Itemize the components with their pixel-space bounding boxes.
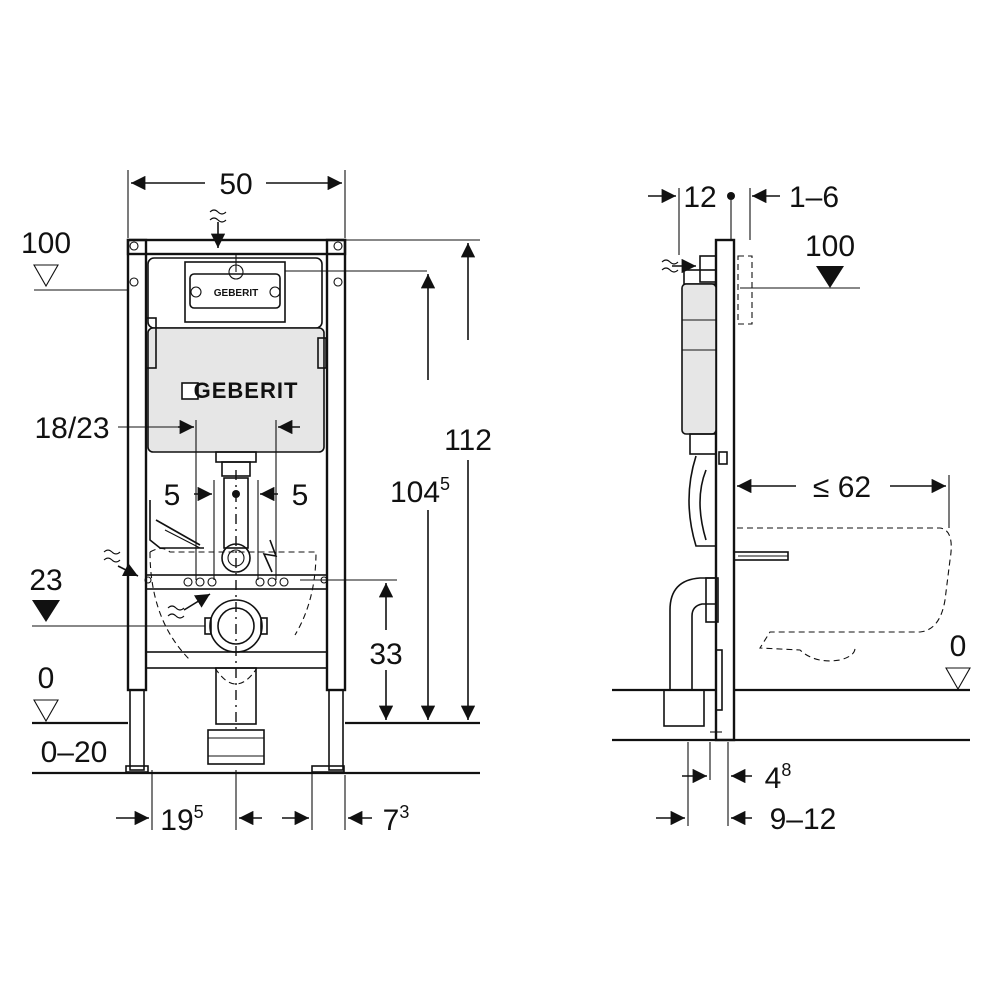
- total-height-label: 112: [444, 424, 492, 457]
- bottom-right-main: 7: [383, 804, 400, 837]
- bottom-a-sup: 8: [781, 760, 791, 780]
- projection-label: ≤ 62: [813, 471, 871, 504]
- side-drain: [663, 577, 723, 733]
- actuator-height-main: 104: [390, 476, 440, 509]
- floor-range-label: 0–20: [41, 736, 108, 769]
- svg-text:73: 73: [383, 802, 410, 837]
- cover-label: 1–6: [789, 181, 839, 214]
- cistern: GEBERIT: [145, 317, 327, 477]
- offset-left-label: 5: [164, 479, 181, 512]
- floor-level-side: 0: [612, 630, 971, 742]
- side-view: 12 1–6 100: [612, 181, 971, 836]
- floor-level-front: 0 0–20: [32, 662, 480, 775]
- mounting-holes: [183, 577, 397, 587]
- side-frame: [661, 238, 753, 742]
- outlet-height-label: 23: [29, 564, 62, 597]
- bottom-left-sup: 5: [194, 802, 204, 822]
- depth-label: 12: [683, 181, 716, 214]
- height-dimensions: 112 1045 33: [345, 239, 492, 720]
- projection-dimension: ≤ 62: [737, 471, 950, 528]
- level-23: 23: [29, 564, 63, 622]
- spacing-label: 18/23: [34, 412, 109, 445]
- level-100-side: 100: [740, 230, 860, 289]
- bottom-b-label: 9–12: [770, 803, 837, 836]
- supply-icon: [103, 549, 211, 619]
- side-level-top-label: 100: [805, 230, 855, 263]
- spacing-dimension: 18/23: [34, 412, 300, 580]
- actuator-plate: GEBERIT: [147, 255, 427, 329]
- flush-pipe: [149, 477, 317, 685]
- drain-connection: [32, 599, 268, 765]
- offset-dimension: 5 5: [164, 470, 309, 730]
- level-100-front: 100: [21, 227, 128, 291]
- svg-text:48: 48: [765, 760, 792, 795]
- bottom-right-sup: 3: [399, 802, 409, 822]
- wc-bowl-outline: [733, 527, 952, 662]
- drain-height-label: 33: [369, 638, 402, 671]
- water-inlet-icon: [209, 209, 227, 248]
- bottom-left-main: 19: [160, 804, 193, 837]
- cistern-brand: GEBERIT: [194, 378, 299, 403]
- plate-brand: GEBERIT: [214, 288, 258, 299]
- front-view: 50: [21, 168, 492, 837]
- depth-dimensions: 12 1–6: [648, 181, 839, 255]
- svg-text:195: 195: [160, 802, 203, 837]
- svg-text:1045: 1045: [390, 474, 450, 509]
- floor-label: 0: [38, 662, 55, 695]
- side-floor-label: 0: [950, 630, 967, 663]
- bottom-a-main: 4: [765, 762, 782, 795]
- width-label: 50: [219, 168, 252, 201]
- offset-right-label: 5: [292, 479, 309, 512]
- side-bottom-dimensions: 48 9–12: [656, 742, 836, 836]
- level-top-label: 100: [21, 227, 71, 260]
- bottom-dimensions: 195 73: [116, 770, 409, 837]
- width-dimension: 50: [127, 168, 346, 238]
- actuator-height-sup: 5: [440, 474, 450, 494]
